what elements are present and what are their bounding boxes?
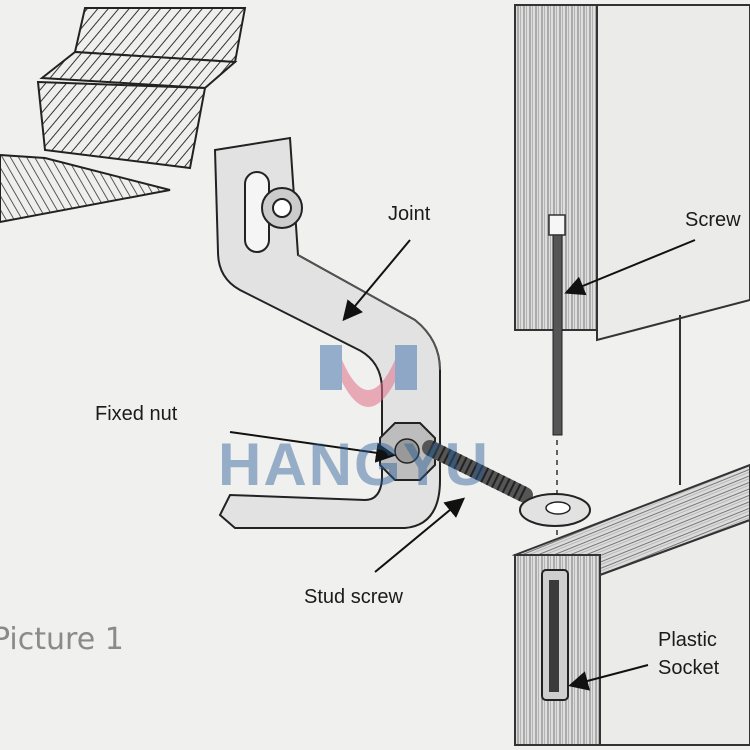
callout-arrows [229, 239, 696, 691]
stud-screw [422, 440, 591, 527]
stone-slabs-top-left [0, 7, 247, 224]
joint-label: Joint [388, 203, 431, 225]
fixed-nut [379, 422, 436, 481]
plastic-label: Plastic [658, 629, 717, 651]
watermark-text: HANGYU [218, 431, 491, 498]
plastic-socket [541, 569, 569, 701]
watermark-logo-icon [320, 345, 417, 407]
bracket [213, 136, 441, 529]
stud-screw-label: Stud screw [304, 586, 403, 608]
upper-panel [514, 4, 750, 485]
screw-label: Screw [685, 209, 741, 231]
picture-caption: Picture 1 [0, 622, 124, 657]
socket-label: Socket [658, 657, 720, 679]
fixed-nut-label: Fixed nut [95, 403, 178, 425]
